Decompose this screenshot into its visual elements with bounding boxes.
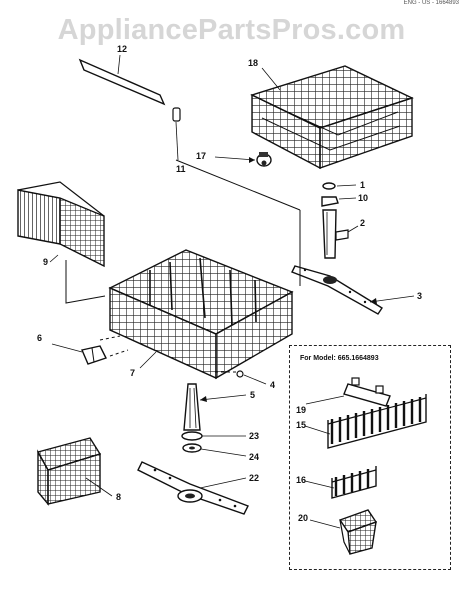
callout-23: 23	[249, 431, 260, 441]
part-2-manifold-tube	[322, 209, 359, 259]
part-24-washer	[182, 443, 247, 457]
part-1-ring	[322, 182, 357, 190]
part-7-lower-rack	[108, 249, 294, 380]
part-4-part	[236, 370, 267, 385]
part-23-seal	[181, 431, 246, 441]
part-19-clip	[305, 377, 391, 407]
watermark-text: AppliancePartsPros.com	[57, 14, 406, 46]
callout-2: 2	[360, 218, 366, 228]
part-6-clip	[51, 343, 107, 365]
callout-3: 3	[417, 291, 423, 301]
callout-12: 12	[117, 44, 128, 54]
part-10-nut	[321, 196, 357, 207]
callout-24: 24	[249, 452, 260, 462]
callout-15: 15	[296, 420, 307, 430]
reference-lines	[65, 159, 301, 373]
part-3-upper-spray-arm	[291, 265, 415, 315]
part-12-rail	[78, 54, 166, 106]
model-box	[289, 345, 451, 570]
part-22-lower-spray-arm	[137, 461, 249, 515]
callout-1: 1	[360, 180, 366, 190]
part-8-silverware-basket	[36, 437, 113, 506]
part-17-adjuster	[214, 152, 272, 167]
part-15-tines	[304, 394, 427, 449]
callout-10: 10	[358, 193, 369, 203]
part-9-basket	[17, 181, 105, 268]
callout-18: 18	[248, 58, 259, 68]
callout-7: 7	[130, 368, 136, 378]
callout-20: 20	[298, 513, 309, 523]
callout-6: 6	[37, 333, 43, 343]
callout-16: 16	[296, 475, 307, 485]
callout-5: 5	[250, 390, 256, 400]
part-5-lower-tube	[183, 383, 247, 431]
diagram-code: ENG - US - 1664893	[403, 0, 459, 6]
callout-9: 9	[43, 257, 49, 267]
part-16-tines	[304, 466, 377, 499]
callout-11: 11	[176, 164, 186, 174]
callout-17: 17	[196, 151, 207, 161]
callout-4: 4	[270, 380, 276, 390]
callout-22: 22	[249, 473, 260, 483]
callout-19: 19	[296, 405, 307, 415]
part-20-basket	[309, 509, 378, 555]
callout-8: 8	[116, 492, 122, 502]
part-11-clip	[172, 107, 181, 161]
model-box-title: For Model: 665.1664893	[300, 355, 379, 362]
part-18-upper-rack	[250, 65, 414, 170]
